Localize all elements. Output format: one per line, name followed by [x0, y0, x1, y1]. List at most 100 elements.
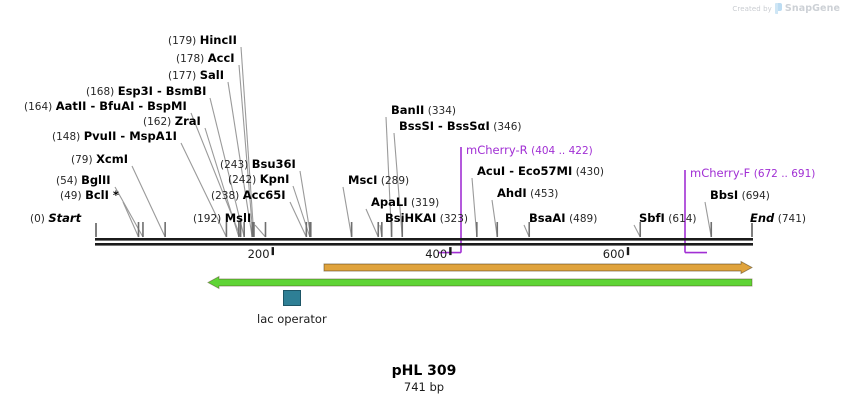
enzyme-label-acci[interactable]: (178) AccI [176, 51, 235, 65]
ruler-label-200: 200 [247, 246, 270, 261]
enzyme-position: (453) [530, 188, 559, 200]
primer-markers [439, 147, 707, 254]
enzyme-name: BsaAI [529, 211, 566, 225]
enzyme-label-bsu36i[interactable]: (243) Bsu36I [220, 157, 296, 171]
enzyme-position: (346) [493, 121, 522, 133]
snapgene-watermark: Created by SnapGene [732, 3, 840, 14]
enzyme-name: BspMI [147, 99, 187, 113]
enzyme-position: (289) [380, 175, 410, 187]
primer-name: mCherry-F [690, 166, 751, 180]
enzyme-position: (49) [60, 190, 82, 202]
enzyme-position: (614) [668, 213, 697, 225]
enzyme-position: (79) [71, 154, 93, 166]
enzyme-name: BssSαI [446, 119, 490, 133]
enzyme-name: PvuII [83, 129, 117, 143]
enzyme-label-ahdi[interactable]: AhdI (453) [497, 186, 559, 200]
enzyme-name: AatII [55, 99, 87, 113]
watermark-created-by-text: Created by [732, 4, 772, 13]
enzyme-name: MscI [348, 173, 378, 187]
enzyme-label-bcli[interactable]: (49) BclI * [60, 188, 119, 202]
feature-arrows [207, 260, 753, 290]
enzyme-label-pvuii[interactable]: (148) PvuII - MspA1I [52, 129, 177, 143]
enzyme-position: (741) [777, 213, 807, 225]
enzyme-name: ZraI [174, 114, 201, 128]
enzyme-label-sali[interactable]: (177) SalI [168, 68, 224, 82]
enzyme-name: BglII [81, 173, 111, 187]
enzyme-label-msci[interactable]: MscI (289) [348, 173, 410, 187]
enzyme-label-end[interactable]: End (741) [750, 211, 807, 225]
enzyme-name: AccI [207, 51, 235, 65]
enzyme-position: (430) [575, 166, 605, 178]
ruler-ticks [271, 247, 630, 256]
enzyme-name: Bsu36I [251, 157, 296, 171]
enzyme-name: BfuAI [99, 99, 135, 113]
enzyme-name: End [750, 211, 775, 225]
enzyme-name: BanII [391, 103, 425, 117]
enzyme-position: (694) [741, 190, 770, 202]
lac-operator-box[interactable] [283, 290, 301, 306]
sequence-backbone [95, 238, 753, 246]
enzyme-name-separator: - [505, 164, 518, 178]
enzyme-name-separator: - [134, 99, 148, 113]
enzyme-position: (168) [86, 86, 115, 98]
primer-range: (404 .. 422) [531, 145, 593, 157]
enzyme-name: HincII [199, 33, 237, 47]
enzyme-name: Acc65I [242, 188, 286, 202]
restriction-site-ticks [137, 222, 713, 237]
enzyme-position: (178) [176, 53, 205, 65]
enzyme-label-start[interactable]: (0) Start [30, 211, 82, 225]
enzyme-name-separator: - [116, 129, 130, 143]
enzyme-label-banii[interactable]: BanII (334) [391, 103, 457, 117]
plasmid-length: 741 bp [403, 380, 445, 394]
enzyme-label-bglii[interactable]: (54) BglII [56, 173, 111, 187]
enzyme-position: (243) [220, 159, 249, 171]
ruler-label-600: 600 [602, 246, 625, 261]
enzyme-name: Eco57MI [517, 164, 573, 178]
enzyme-position: (177) [168, 70, 197, 82]
enzyme-position: (323) [439, 213, 469, 225]
enzyme-label-apali[interactable]: ApaLI (319) [371, 195, 439, 209]
enzyme-label-zrai[interactable]: (162) ZraI [143, 114, 201, 128]
enzyme-position: (0) [30, 213, 45, 225]
enzyme-label-xcmi[interactable]: (79) XcmI [71, 153, 128, 166]
enzyme-name-separator: - [152, 84, 166, 98]
enzyme-position: (238) [211, 190, 240, 202]
enzyme-name: Start [48, 211, 82, 225]
enzyme-label-aatii[interactable]: (164) AatII - BfuAI - BspMI [24, 99, 187, 113]
enzyme-name: MslI [224, 211, 252, 225]
enzyme-label-msli[interactable]: (192) MslI [193, 211, 252, 225]
enzyme-name: ApaLI [371, 195, 408, 209]
enzyme-position: (489) [569, 213, 598, 225]
enzyme-name: SalI [199, 68, 224, 82]
enzyme-label-acui[interactable]: AcuI - Eco57MI (430) [477, 164, 605, 178]
enzyme-name: KpnI [259, 172, 290, 186]
enzyme-label-sbfi[interactable]: SbfI (614) [639, 212, 697, 225]
enzyme-name: AcuI [477, 164, 506, 178]
primer-label-mcherry-r[interactable]: mCherry-R (404 .. 422) [466, 144, 593, 157]
enzyme-position: (179) [168, 35, 197, 47]
enzyme-name: BsiHKAI [385, 211, 437, 225]
enzyme-name-separator: - [434, 119, 447, 133]
primer-label-mcherry-f[interactable]: mCherry-F (672 .. 691) [690, 166, 816, 180]
enzyme-name-separator: - [86, 99, 100, 113]
enzyme-star-marker: * [108, 188, 119, 202]
enzyme-label-esp3i[interactable]: (168) Esp3I - BsmBI [86, 84, 206, 98]
enzyme-label-hincii[interactable]: (179) HincII [168, 33, 237, 47]
lac-operator-label: lac operator [257, 312, 327, 326]
enzyme-position: (148) [52, 131, 81, 143]
enzyme-name: BbsI [710, 188, 739, 202]
enzyme-label-bsaai[interactable]: BsaAI (489) [529, 211, 598, 225]
primer-range: (672 .. 691) [753, 168, 816, 180]
enzyme-label-bsssi[interactable]: BssSI - BssSαI (346) [399, 119, 522, 133]
enzyme-label-acc65i[interactable]: (238) Acc65I [211, 188, 286, 202]
enzyme-position: (334) [427, 105, 457, 117]
plasmid-name: pHL 309 [391, 363, 457, 379]
enzyme-position: (242) [228, 174, 257, 186]
enzyme-label-kpni[interactable]: (242) KpnI [228, 172, 290, 186]
enzyme-label-bsihkai[interactable]: BsiHKAI (323) [385, 211, 469, 225]
enzyme-name: MspA1I [129, 129, 177, 143]
enzyme-name: AhdI [497, 186, 527, 200]
enzyme-label-bbsi[interactable]: BbsI (694) [710, 188, 770, 202]
